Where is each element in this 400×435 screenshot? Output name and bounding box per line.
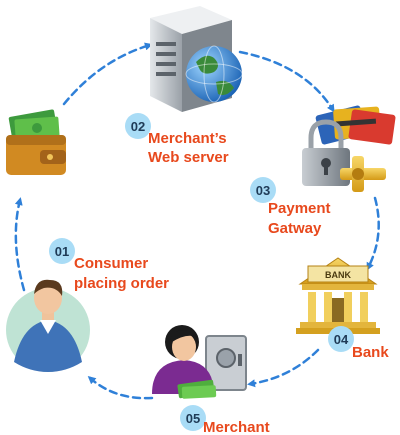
bank-sign: BANK [325,270,351,280]
step-label-line1: Consumer [74,255,148,272]
consumer-icon [6,279,90,372]
step-number: 03 [256,183,270,198]
merchant-icon [152,325,247,399]
web-server-icon [150,6,243,112]
step-number: 01 [55,244,69,259]
step-badge [49,238,75,264]
step-number: 02 [131,119,145,134]
step-05: 05 Merchant [180,405,270,435]
step-label-line1: Merchant’s [148,130,227,147]
step-label-line2: Gatway [268,220,322,237]
arrow-merchant-to-consumer [87,376,154,400]
step-badge [328,326,354,352]
arrow-gateway-to-bank [366,196,380,271]
step-label-line1: Merchant [203,419,270,435]
step-number: 04 [334,332,349,347]
step-label-line2: placing order [74,275,169,292]
step-04: 04 Bank [328,326,389,361]
arrow-wallet-to-server [62,42,153,106]
step-badge [125,113,151,139]
payment-gateway-icon [302,105,396,192]
step-number: 05 [186,411,200,426]
step-label-line1: Payment [268,200,331,217]
flow-arrows [14,42,380,400]
arrow-consumer-to-wallet [14,197,26,292]
step-badge [180,405,206,431]
step-03: 03 Payment Gatway [250,177,331,237]
step-01: 01 Consumer placing order [49,238,169,292]
step-02: 02 Merchant’s Web server [125,113,229,166]
step-label-line1: Bank [352,344,389,361]
wallet-icon [6,109,66,175]
step-badge [250,177,276,203]
step-label-line2: Web server [148,149,229,166]
arrow-bank-to-merchant [247,348,320,388]
bank-icon: BANK [296,257,380,334]
arrow-server-to-gateway [238,50,335,113]
